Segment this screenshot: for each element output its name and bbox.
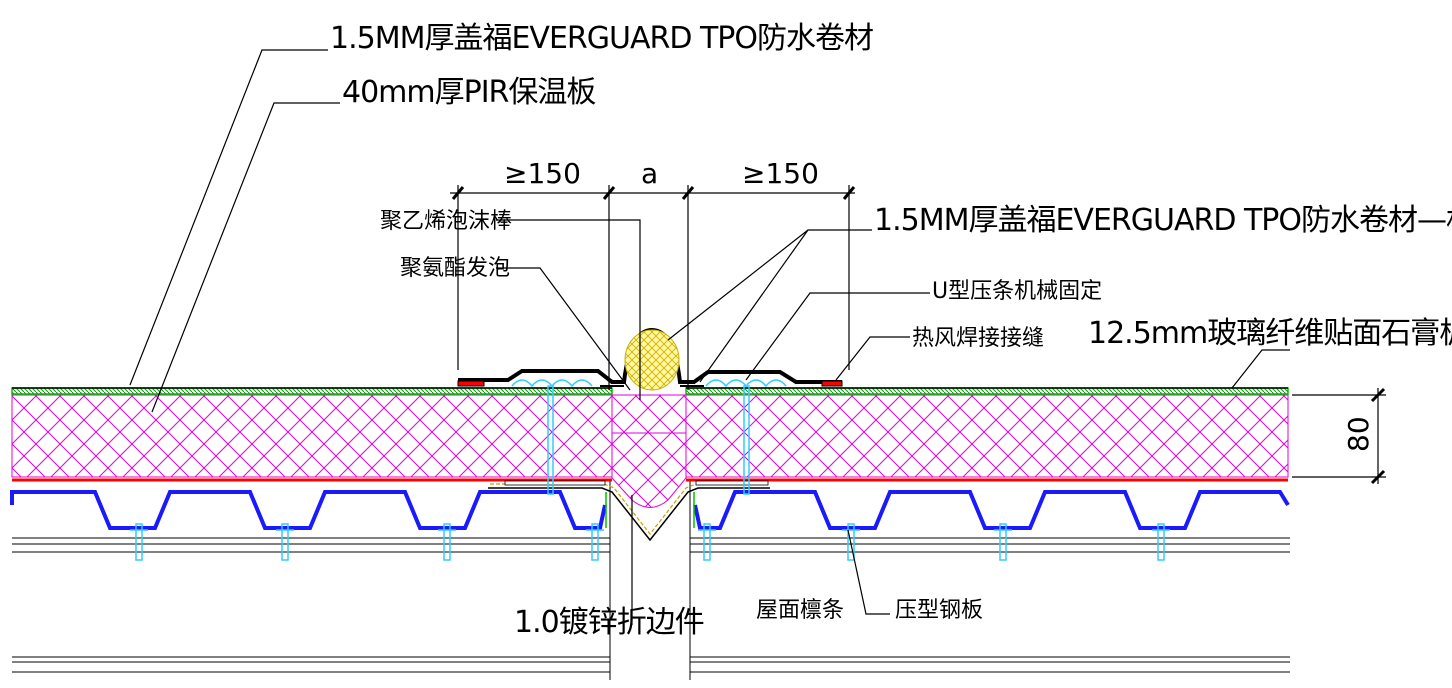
hot-air-welds xyxy=(457,380,843,387)
steel-deck xyxy=(10,490,1290,530)
label-pu-foam: 聚氨酯发泡 xyxy=(400,256,510,281)
label-hot-air-weld: 热风焊接接缝 xyxy=(912,326,1044,351)
label-pir-board: 40mm厚PIR保温板 xyxy=(342,75,595,110)
label-purlin: 屋面檩条 xyxy=(756,598,844,623)
pir-insulation xyxy=(11,394,1289,478)
joint-filler xyxy=(611,394,687,508)
deck-fasteners xyxy=(130,523,1170,561)
label-tpo-top-left: 1.5MM厚盖福EVERGUARD TPO防水卷材 xyxy=(330,21,873,56)
purlin-lines xyxy=(12,480,1290,680)
label-steel-deck: 压型钢板 xyxy=(895,598,983,623)
dim-right-overlap: ≥150 xyxy=(742,157,819,190)
pe-foam-rod-hatch xyxy=(625,330,679,390)
tpo-membrane-top xyxy=(11,387,1289,395)
top-dimension-line xyxy=(450,185,856,390)
right-dimension-line xyxy=(1292,387,1386,485)
dim-left-overlap: ≥150 xyxy=(504,157,581,190)
label-pe-foam-rod: 聚乙烯泡沫棒 xyxy=(380,209,512,234)
u-strip-fixing xyxy=(511,379,787,388)
label-galv-flashing: 1.0镀锌折边件 xyxy=(514,605,704,640)
dim-gap: a xyxy=(641,157,658,190)
label-u-strip: U型压条机械固定 xyxy=(932,279,1102,304)
label-gypsum-board: 12.5mm玻璃纤维贴面石膏板防火隔离层 xyxy=(1088,316,1452,351)
galvanized-flashing xyxy=(488,480,770,542)
leader-lines xyxy=(129,49,1290,625)
dim-insulation-thickness: 80 xyxy=(1342,416,1375,452)
label-tpo-mech-fixed: 1.5MM厚盖福EVERGUARD TPO防水卷材—机械固定 xyxy=(874,203,1452,238)
